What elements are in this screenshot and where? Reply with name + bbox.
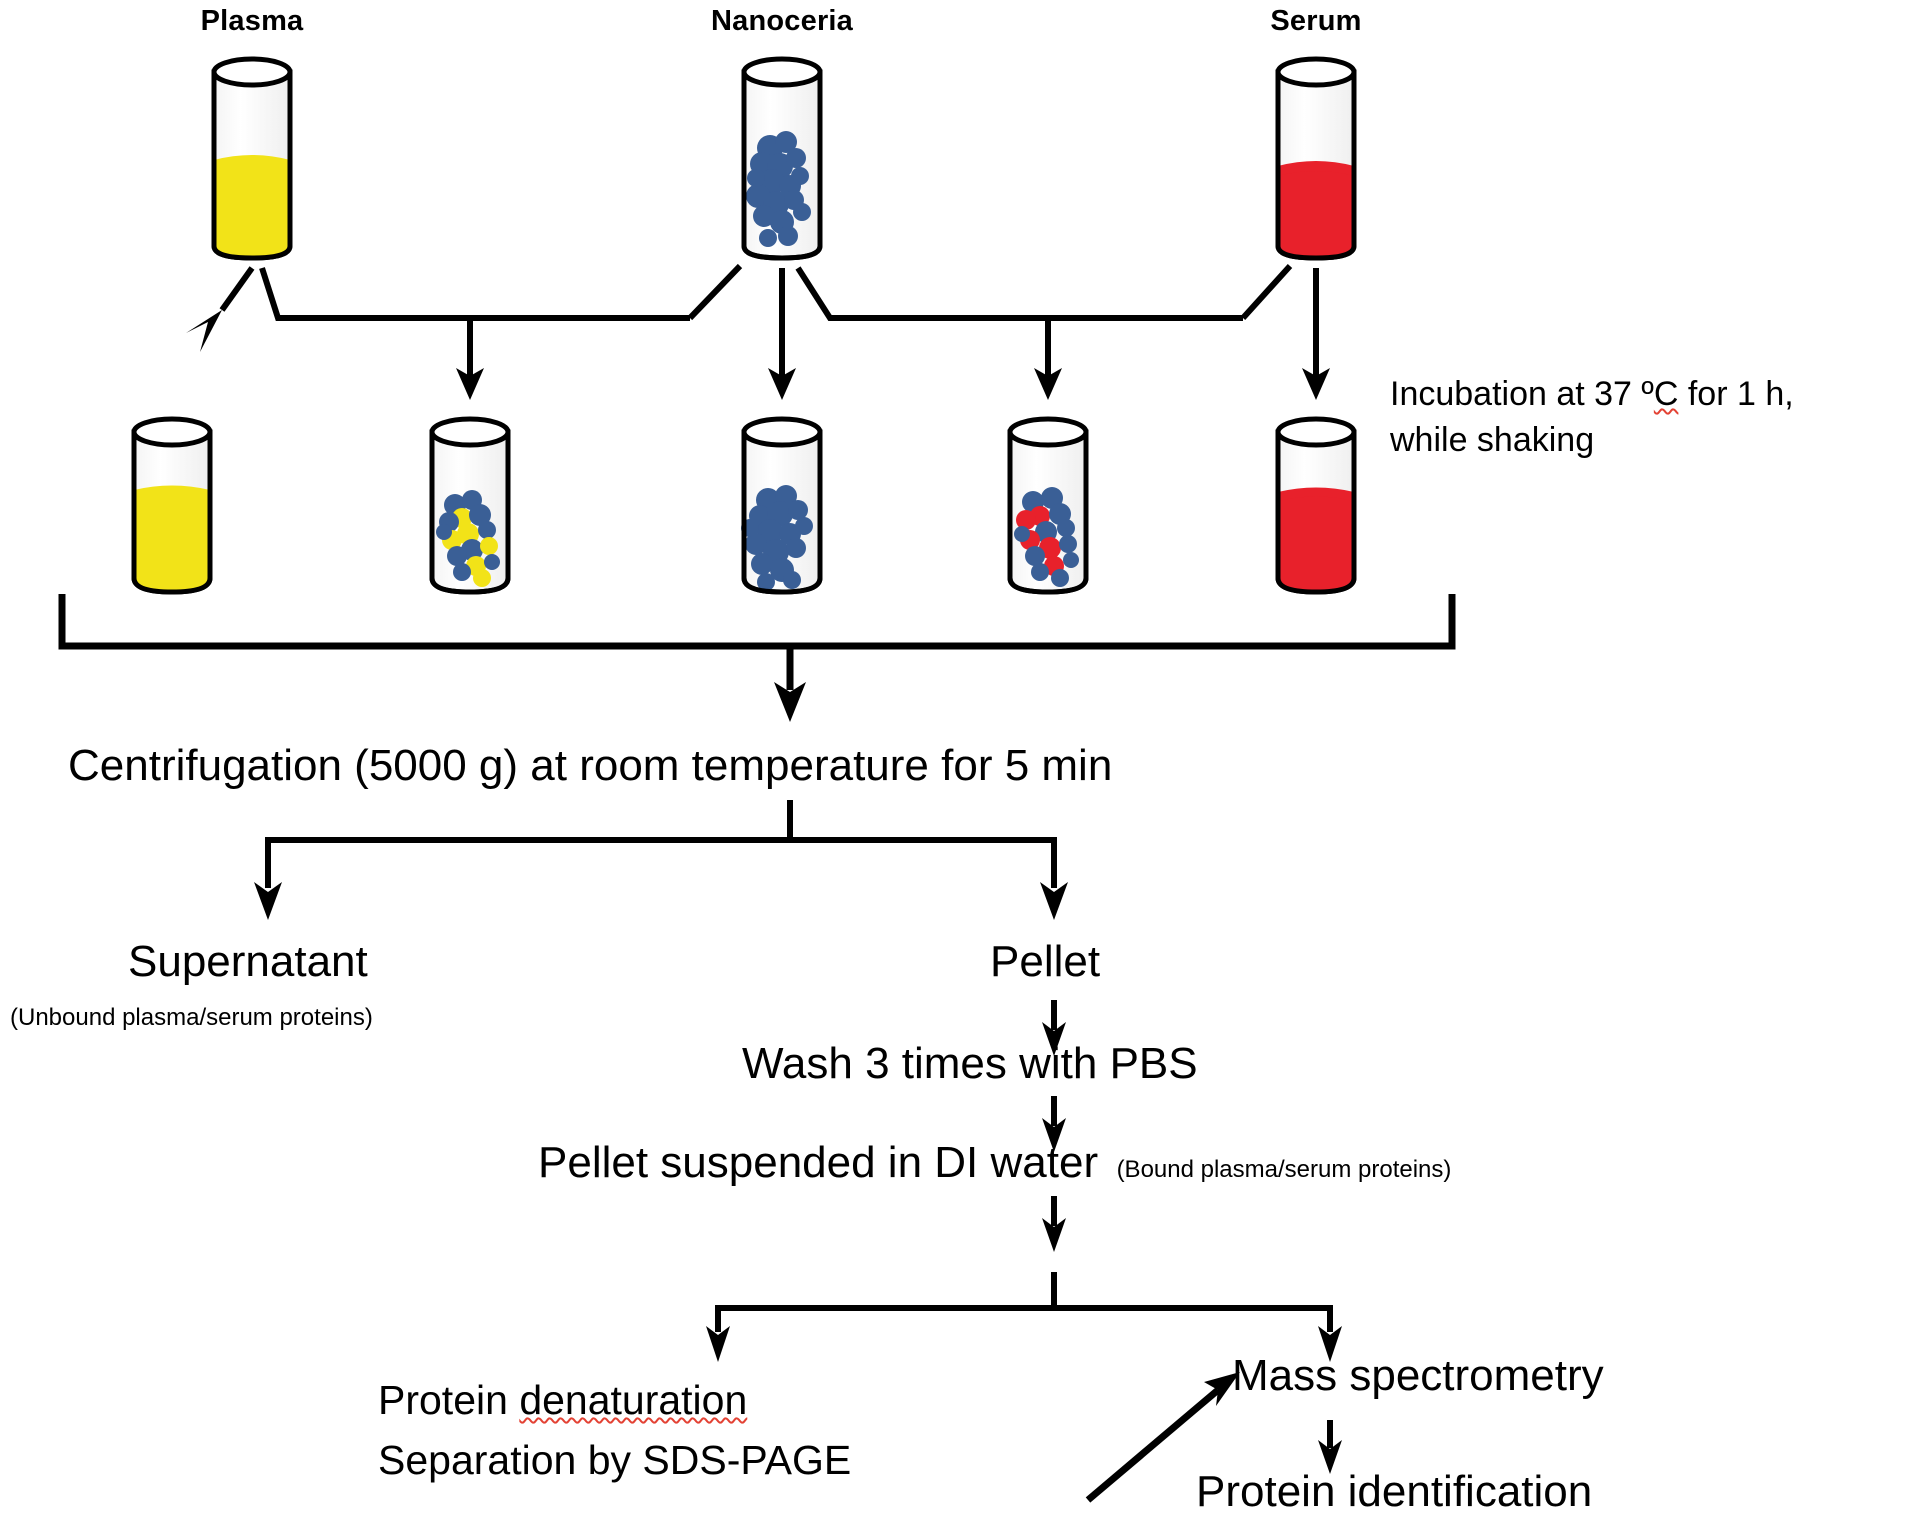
arrowheads-row2 xyxy=(186,310,1330,400)
tube-label-serum: Serum xyxy=(1270,5,1362,37)
incubation-note: Incubation at 37 ºC for 1 h, xyxy=(1390,372,1794,416)
arrow-to-centrifugation xyxy=(774,682,806,722)
suspend-step: Pellet suspended in DI water xyxy=(538,1138,1099,1187)
centrifugation-step: Centrifugation (5000 g) at room temperat… xyxy=(68,741,1113,790)
collect-bracket xyxy=(58,594,1456,690)
mass-spectrometry-label: Mass spectrometry xyxy=(1232,1351,1604,1400)
arrow-sds-to-massspec xyxy=(1085,1372,1240,1503)
split-supernatant-pellet xyxy=(265,800,1057,888)
arrowhead-proteinid xyxy=(1318,1440,1342,1474)
spellcheck-underline: C xyxy=(1653,375,1679,413)
supernatant-label: Supernatant xyxy=(128,937,368,986)
arrow-pellet xyxy=(1040,882,1068,920)
arrow-sds xyxy=(706,1326,730,1362)
tube-row2-nanoceria xyxy=(741,416,823,595)
tube-row2-nanoceria-serum xyxy=(1007,416,1089,595)
protein-identification-label: Protein identification xyxy=(1196,1467,1593,1516)
tube-row2-serum xyxy=(1275,416,1357,595)
tube-label-nanoceria: Nanoceria xyxy=(710,5,854,37)
incubation-note-line2: while shaking xyxy=(1390,421,1595,459)
spellcheck-underline: denaturation xyxy=(519,1377,748,1423)
arrowhead-wash xyxy=(1042,1022,1066,1056)
arrowhead-suspend-down xyxy=(1042,1218,1066,1252)
tube-label-plasma: Plasma xyxy=(200,5,304,37)
arrow-supernatant xyxy=(254,882,282,920)
connector-network-top xyxy=(219,263,1319,345)
split-sds-massspec xyxy=(715,1272,1333,1332)
arrowhead-suspend xyxy=(1042,1118,1066,1152)
pellet-label: Pellet xyxy=(990,937,1101,986)
tube-row2-nanoceria-plasma xyxy=(429,416,511,595)
arrow-massspec xyxy=(1318,1326,1342,1362)
denaturation-line2: Separation by SDS-PAGE xyxy=(378,1437,852,1483)
tube-plasma xyxy=(211,56,293,261)
tube-row2-plasma xyxy=(131,416,213,595)
tube-nanoceria xyxy=(741,56,823,261)
suspend-sublabel: (Bound plasma/serum proteins) xyxy=(1116,1156,1452,1183)
wash-step: Wash 3 times with PBS xyxy=(742,1039,1198,1088)
supernatant-sublabel: (Unbound plasma/serum proteins) xyxy=(10,1004,373,1031)
incubation-note-line1: Incubation at 37 ºC for 1 h, xyxy=(1390,375,1794,413)
denaturation-line1: Protein denaturation xyxy=(378,1377,748,1423)
suspend-step-row: Pellet suspended in DI water (Bound plas… xyxy=(538,1138,1451,1188)
tube-serum xyxy=(1275,56,1357,261)
